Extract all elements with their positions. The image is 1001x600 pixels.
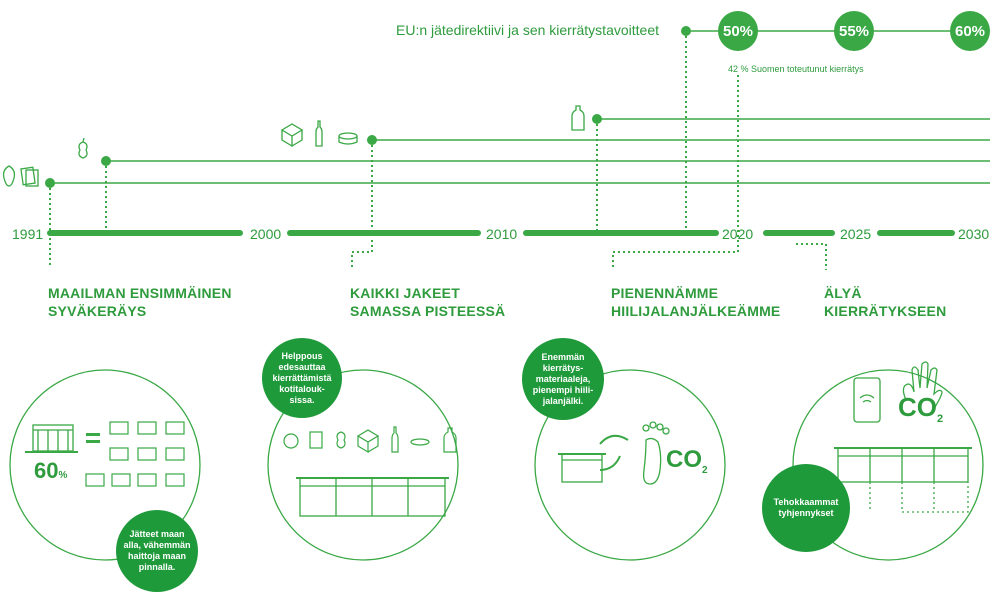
milestone-heading-2010: KAIKKI JAKEET SAMASSA PISTEESSÄ — [350, 284, 505, 320]
cardboard-box-icon — [280, 123, 304, 148]
heading-line: SAMASSA PISTEESSÄ — [350, 303, 506, 319]
milestone-heading-2020: PIENENNÄMME HIILIJALANJÄLKEÄMME — [611, 284, 780, 320]
year-2000: 2000 — [250, 226, 282, 242]
co2-subscript: 2 — [702, 464, 708, 476]
co2-text: CO — [898, 392, 937, 422]
co2-subscript: 2 — [937, 413, 944, 426]
milestone-heading-2025: ÄLYÄ KIERRÄTYKSEEN — [824, 284, 946, 320]
deep-container-icon — [25, 424, 78, 453]
footprint-icon — [642, 421, 670, 485]
year-2010: 2010 — [486, 226, 518, 242]
bubble-ease-of-recycling: Helppous edesauttaa kierrättämistä kotit… — [262, 338, 342, 418]
apple-core-icon — [78, 137, 88, 159]
heading-line: SYVÄKERÄYS — [48, 303, 147, 319]
equals-sign — [86, 433, 100, 443]
container-row-icon — [296, 477, 449, 517]
biowaste-bag-icon — [2, 165, 16, 187]
co2-label-panel4: CO2 — [898, 392, 943, 425]
recycle-arrows-icon — [599, 434, 629, 471]
heading-line: HIILIJALANJÄLKEÄMME — [611, 303, 781, 319]
timeline-tracks — [50, 30, 990, 184]
sixty-percent-label: 60% — [34, 458, 67, 484]
eu-directive-title: EU:n jätedirektiivi ja sen kierrätystavo… — [396, 22, 659, 38]
percent-value: 60 — [34, 458, 59, 483]
glass-bottle-icon — [315, 120, 323, 147]
year-2020: 2020 — [722, 226, 754, 242]
bubble-efficient-emptying: Tehokkaammat tyhjennykset — [762, 464, 850, 552]
waste-icons — [2, 105, 585, 187]
target-50: 50% — [718, 11, 758, 51]
bubble-carbon-footprint: Enemmän kierrätys-materiaaleja, pienempi… — [522, 338, 604, 420]
smart-container-icon — [834, 447, 972, 513]
year-2030: 2030 — [958, 226, 990, 242]
recycled-container-icon — [558, 453, 606, 483]
target-60: 60% — [950, 11, 990, 51]
heading-line: KAIKKI JAKEET — [350, 285, 460, 301]
heading-line: MAAILMAN ENSIMMÄINEN — [48, 285, 232, 301]
percent-unit: % — [58, 470, 68, 481]
co2-text: CO — [666, 446, 702, 473]
heading-line: ÄLYÄ — [824, 285, 862, 301]
metal-can-icon — [338, 132, 358, 145]
target-55: 55% — [834, 11, 874, 51]
smartphone-icon — [853, 377, 881, 423]
heading-line: PIENENNÄMME — [611, 285, 719, 301]
timeline-dots — [45, 26, 691, 188]
heading-line: KIERRÄTYKSEEN — [824, 303, 947, 319]
co2-label-panel3: CO2 — [666, 446, 708, 476]
plastic-bottle-icon — [571, 105, 585, 131]
hand-icon — [902, 361, 943, 413]
paper-icon — [20, 166, 39, 187]
realized-recycling-rate: 42 % Suomen toteutunut kierrätys — [728, 64, 864, 74]
bubble-underground-waste: Jätteet maan alla, vähemmän haittoja maa… — [116, 510, 198, 592]
small-bins-icon — [85, 421, 185, 487]
dotted-connectors — [49, 36, 827, 270]
fraction-icons-row — [283, 426, 457, 454]
year-1991: 1991 — [12, 226, 44, 242]
year-2025: 2025 — [840, 226, 872, 242]
milestone-heading-1991: MAAILMAN ENSIMMÄINEN SYVÄKERÄYS — [48, 284, 232, 320]
